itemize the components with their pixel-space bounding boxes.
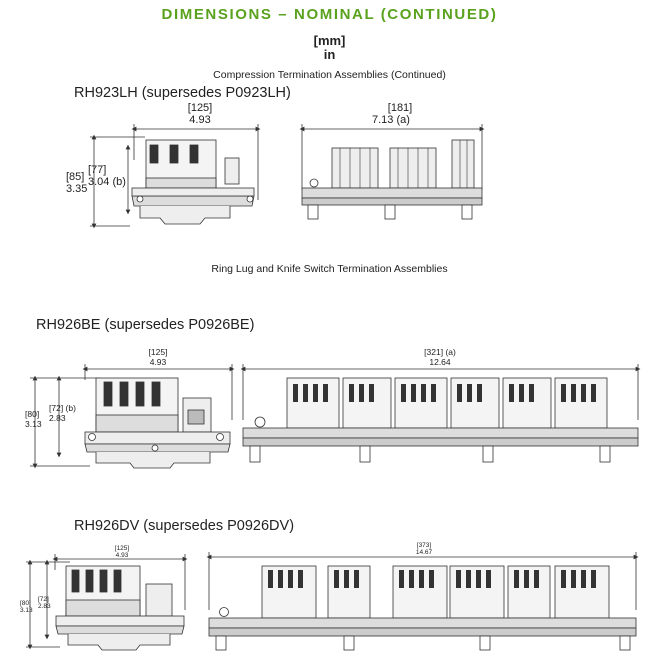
rh923lh-height2-in: 3.04 (b): [88, 176, 126, 188]
rh923lh-height1-mm: [85]: [66, 171, 85, 183]
section-compression-heading: Compression Termination Assemblies (Cont…: [213, 69, 446, 81]
rh926be-heading: RH926BE (supersedes P0926BE): [36, 317, 255, 333]
rh926be-width-in: 4.93: [149, 357, 167, 367]
rh923lh-heading: RH923LH (supersedes P0923LH): [74, 85, 291, 101]
page-title: DIMENSIONS – NOMINAL (CONTINUED): [161, 6, 498, 23]
rh926dv-height2-mm: [72]: [38, 596, 49, 603]
rh926dv-side-view: [26, 554, 188, 651]
rh926dv-length-mm: [373]: [416, 542, 432, 549]
rh926be-length-in: 12.64: [429, 357, 451, 367]
rh923lh-height1-in: 3.35: [66, 183, 88, 195]
rh923lh-length-in: 7.13 (a): [372, 114, 410, 126]
section-ring-lug-heading: Ring Lug and Knife Switch Termination As…: [211, 263, 448, 275]
rh923lh-side-view: [90, 124, 261, 229]
rh926be-height1-mm: [80]: [25, 409, 40, 419]
rh926be-height2-mm: [72] (b): [49, 403, 76, 413]
rh926dv-width-in: 4.93: [115, 552, 129, 559]
rh923lh-width-mm: [125]: [187, 102, 213, 114]
rh926be-length-mm: [321] (a): [424, 347, 456, 357]
rh926dv-height1-mm: [80]: [20, 600, 31, 607]
rh926dv-heading: RH926DV (supersedes P0926DV): [74, 518, 295, 534]
unit-in-label: in: [323, 47, 336, 62]
rh926dv-front-view: [206, 552, 639, 651]
rh926be-front-view: [240, 364, 641, 463]
unit-mm-label: [mm]: [313, 33, 346, 48]
rh923lh-length-mm: [181]: [387, 102, 413, 114]
rh926dv-length-in: 14.67: [415, 549, 433, 556]
rh923lh-width-in: 4.93: [189, 114, 211, 126]
rh926dv-height1-in: 3.13: [20, 607, 33, 614]
rh926be-side-view: [30, 364, 235, 469]
rh926dv-height2-in: 2.83: [38, 603, 51, 610]
rh926dv-width-mm: [125]: [114, 545, 130, 552]
rh926be-width-mm: [125]: [148, 347, 168, 357]
rh923lh-front-view: [299, 124, 485, 220]
